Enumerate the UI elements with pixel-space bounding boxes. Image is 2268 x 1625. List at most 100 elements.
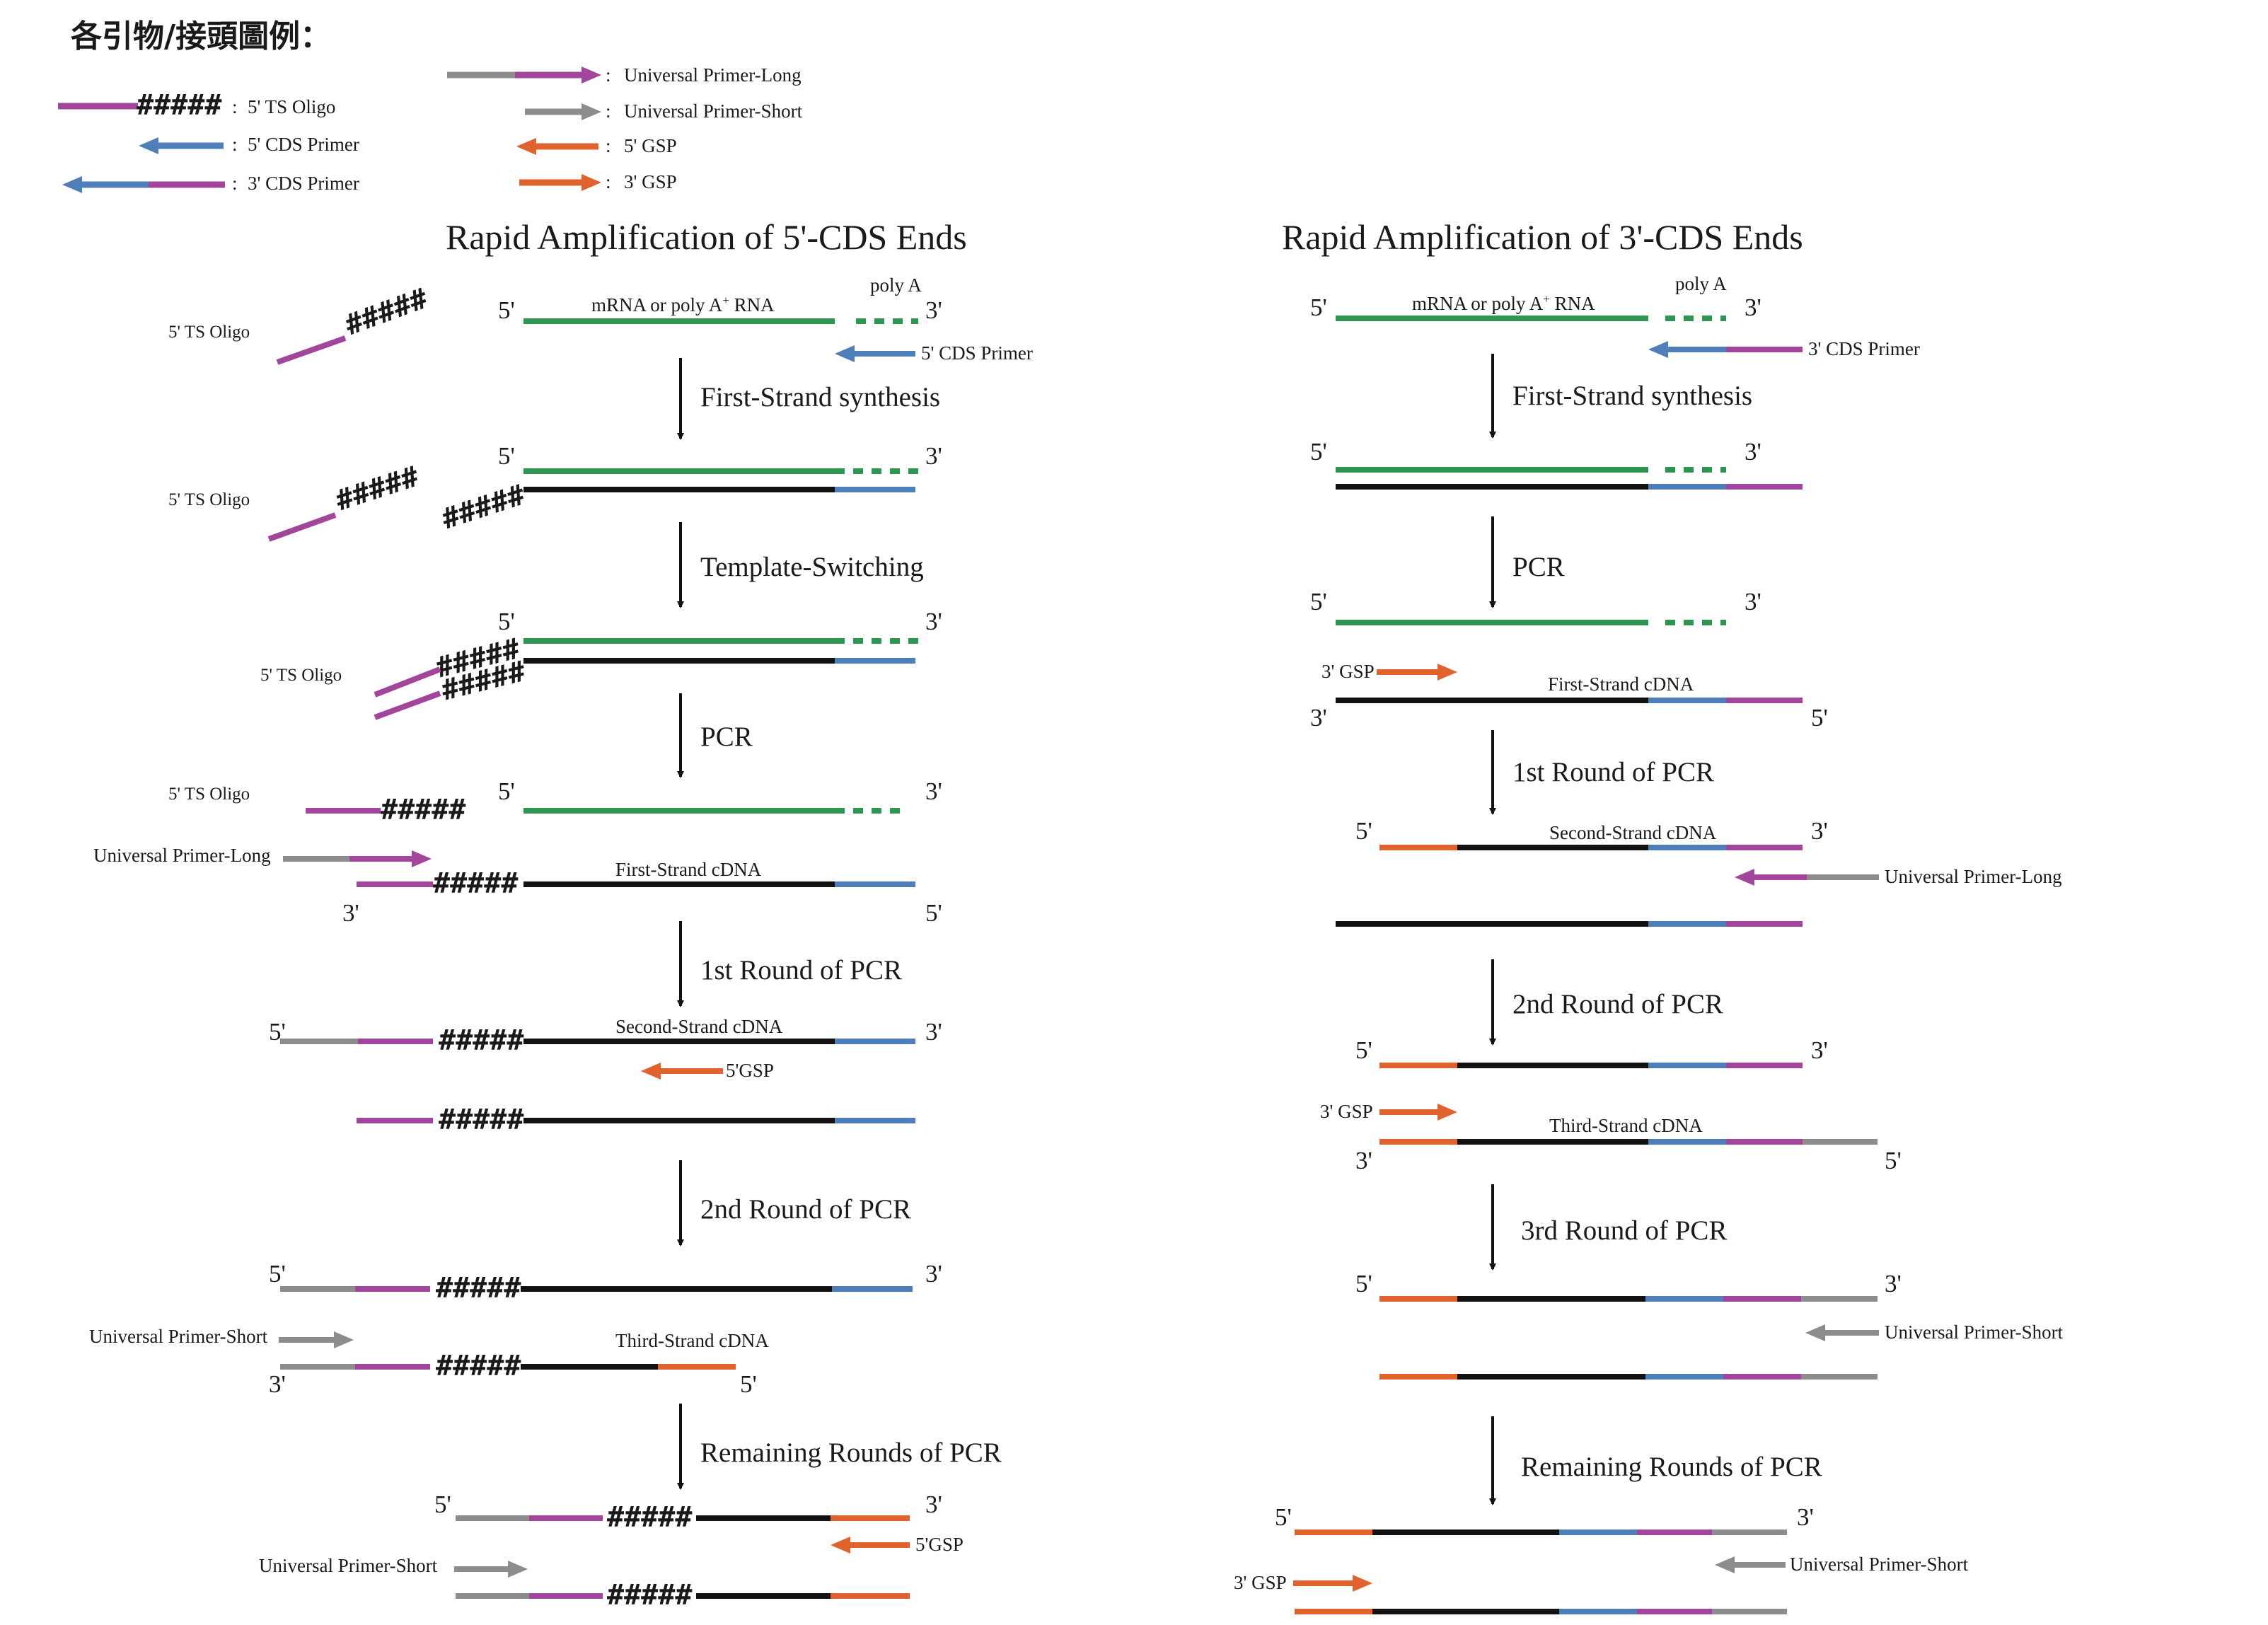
end-5prime-label: 5'	[1310, 294, 1327, 321]
right-r7-gsp3-arrowhead	[1353, 1575, 1372, 1592]
legend-ups-arrowhead	[582, 103, 601, 120]
right-step4-label: 2nd Round of PCR	[1512, 989, 1723, 1019]
left-upl-arrowhead	[412, 850, 432, 867]
left-r4-ts-hash: #####	[381, 794, 465, 826]
left-r6-ups-arrowhead	[334, 1331, 354, 1348]
left-r6-hash: #####	[436, 1272, 521, 1305]
end-5prime-label: 5'	[498, 442, 515, 470]
left-r7-ups-label: Universal Primer-Short	[259, 1555, 438, 1576]
end-5prime-label: 5'	[498, 777, 515, 805]
end-5prime-label: 5'	[1355, 1270, 1372, 1297]
end-5prime-label: 5'	[498, 608, 515, 635]
legend-cds3-arrowhead	[62, 176, 82, 193]
end-5prime-label: 5'	[1310, 438, 1327, 465]
end-5prime-label: 5'	[1885, 1147, 1902, 1174]
legend-sep: :	[232, 96, 238, 117]
right-third-cdna-label: Third-Strand cDNA	[1549, 1115, 1703, 1136]
left-first-cdna-label: First-Strand cDNA	[615, 859, 762, 880]
left-r5b-hash: #####	[439, 1104, 523, 1136]
left-r3-ts-line-a	[374, 666, 441, 698]
right-step2-label: PCR	[1512, 552, 1565, 582]
right-step3-label: 1st Round of PCR	[1512, 757, 1714, 787]
left-r7-gsp5-label: 5'GSP	[915, 1534, 964, 1555]
left-second-cdna-label: Second-Strand cDNA	[615, 1016, 783, 1037]
right-panel-3race: Rapid Amplification of 3'-CDS Ends 5' mR…	[1234, 217, 2064, 1614]
left-r2-ts-line	[267, 512, 337, 542]
right-second-cdna-label: Second-Strand cDNA	[1549, 822, 1717, 843]
left-r7-hash: #####	[607, 1501, 692, 1534]
end-3prime-label: 3'	[1811, 817, 1828, 845]
end-3prime-label: 3'	[1797, 1503, 1814, 1531]
left-r7b-hash: #####	[607, 1579, 692, 1612]
legend-gsp5-arrowhead	[516, 138, 536, 155]
legend-sep: :	[606, 100, 611, 122]
legend-ups-label: Universal Primer-Short	[624, 100, 803, 122]
right-r3-gsp3-arrowhead	[1437, 664, 1457, 681]
legend-sep: :	[606, 135, 611, 156]
end-5prime-label: 5'	[1355, 817, 1372, 845]
left-cds5-label: 5' CDS Primer	[921, 342, 1033, 364]
legend-upl-arrowhead	[582, 66, 601, 83]
end-5prime-label: 5'	[1310, 588, 1327, 615]
end-3prime-label: 3'	[1811, 1036, 1828, 1064]
left-step4-label: 1st Round of PCR	[700, 955, 902, 985]
right-step6-label: Remaining Rounds of PCR	[1521, 1452, 1822, 1482]
end-3prime-label: 3'	[1745, 438, 1761, 465]
left-upl-label: Universal Primer-Long	[93, 845, 271, 866]
legend-cds5-arrowhead	[139, 137, 158, 154]
end-3prime-label: 3'	[925, 1018, 942, 1046]
right-mrna-label: mRNA or poly A+ RNA	[1412, 292, 1595, 314]
end-3prime-label: 3'	[1745, 588, 1761, 615]
end-3prime-label: 3'	[925, 777, 942, 805]
legend-ts-oligo-label: 5' TS Oligo	[248, 96, 335, 117]
legend-sep: :	[232, 134, 238, 155]
right-cds3-label: 3' CDS Primer	[1808, 338, 1920, 359]
end-3prime-label: 3'	[925, 442, 942, 470]
right-r7-ups-arrowhead	[1715, 1556, 1735, 1573]
left-r2-ts-hash: #####	[332, 461, 423, 518]
end-3prime-label: 3'	[269, 1370, 286, 1398]
left-step3-label: PCR	[700, 722, 753, 752]
legend-sep: :	[232, 173, 238, 194]
right-polya-label: poly A	[1675, 273, 1727, 294]
right-step5-label: 3rd Round of PCR	[1521, 1215, 1727, 1246]
right-r7-ups-label: Universal Primer-Short	[1790, 1554, 1969, 1575]
legend-sep: :	[606, 64, 611, 86]
left-step6-label: Remaining Rounds of PCR	[700, 1438, 1002, 1468]
end-5prime-label: 5'	[498, 296, 515, 324]
right-ups-label: Universal Primer-Short	[1885, 1322, 2064, 1343]
legend-cds3-label: 3' CDS Primer	[248, 173, 359, 194]
end-5prime-label: 5'	[1811, 704, 1828, 731]
legend-ts-oligo-hash: #####	[137, 89, 221, 122]
end-3prime-label: 3'	[1310, 704, 1327, 731]
right-step1-label: First-Strand synthesis	[1512, 381, 1752, 411]
right-title: Rapid Amplification of 3'-CDS Ends	[1282, 217, 1803, 257]
left-r3-ts-label: 5' TS Oligo	[260, 666, 342, 685]
left-step1-label: First-Strand synthesis	[700, 382, 940, 412]
end-3prime-label: 3'	[1355, 1147, 1372, 1174]
left-r2-hash-strand: #####	[438, 479, 529, 536]
right-r6-ups-arrowhead	[1805, 1324, 1825, 1341]
end-3prime-label: 3'	[925, 1491, 942, 1518]
end-3prime-label: 3'	[925, 296, 942, 324]
legend-gsp5-label: 5' GSP	[624, 135, 677, 156]
left-r4-ts-label: 5' TS Oligo	[168, 785, 250, 804]
left-polya-label: poly A	[870, 274, 922, 296]
legend-title: 各引物/接頭圖例：	[71, 18, 331, 54]
right-upl-label: Universal Primer-Long	[1885, 866, 2062, 887]
legend-gsp3-label: 3' GSP	[624, 171, 677, 192]
left-mrna-label: mRNA or poly A+ RNA	[591, 294, 775, 316]
right-cds3-arrowhead	[1648, 341, 1668, 358]
end-5prime-label: 5'	[1355, 1036, 1372, 1064]
right-r4-upl-arrowhead	[1735, 869, 1754, 886]
end-3prime-label: 3'	[1745, 294, 1761, 321]
left-r3-ts-line-b	[374, 690, 441, 720]
left-ts-oligo-hash: #####	[341, 282, 432, 342]
legend-sep: :	[606, 171, 611, 192]
legend-gsp3-arrowhead	[582, 174, 601, 191]
legend-cds5-label: 5' CDS Primer	[248, 134, 359, 155]
right-r5-gsp3-arrowhead	[1437, 1104, 1457, 1121]
left-cds5-arrowhead	[835, 345, 855, 362]
end-3prime-label: 3'	[925, 608, 942, 635]
left-r7-ups-arrowhead	[508, 1561, 528, 1578]
